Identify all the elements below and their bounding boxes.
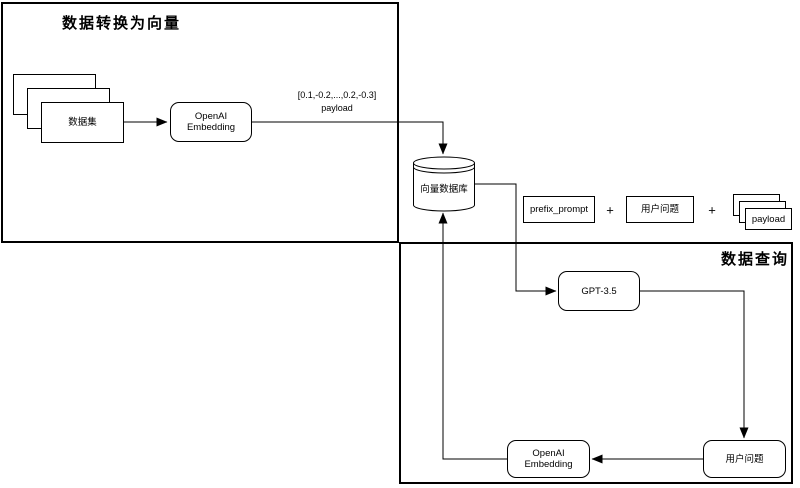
node-openai-embedding-top: OpenAI Embedding: [170, 102, 252, 142]
database-cylinder-icon: [413, 156, 475, 212]
node-payload-stack: payload: [745, 208, 792, 230]
openai-embedding-top-label: OpenAI Embedding: [186, 111, 236, 133]
embedding-output-label: [0.1,-0.2,...,0.2,-0.3] payload: [297, 89, 377, 115]
user-question-top-label: 用户问题: [640, 204, 679, 215]
node-prefix-prompt: prefix_prompt: [523, 196, 595, 223]
node-vector-db: 向量数据库: [413, 156, 475, 212]
gpt-3-5-label: GPT-3.5: [581, 285, 617, 297]
node-dataset: 数据集: [41, 102, 124, 143]
node-user-question-bottom: 用户问题: [703, 440, 786, 478]
node-user-question-top: 用户问题: [626, 196, 694, 223]
prefix-prompt-label: prefix_prompt: [529, 204, 589, 215]
node-openai-embedding-bottom: OpenAI Embedding: [507, 440, 590, 478]
vector-values-text: [0.1,-0.2,...,0.2,-0.3]: [297, 90, 377, 100]
panel-title-convert: 数据转换为向量: [62, 15, 182, 32]
openai-embedding-bottom-label: OpenAI Embedding: [524, 448, 573, 470]
panel-query: [399, 242, 793, 484]
plus-operator-2: +: [708, 202, 716, 218]
payload-stack-label: payload: [751, 213, 786, 225]
panel-title-query: 数据查询: [721, 251, 790, 268]
dataset-label: 数据集: [68, 117, 97, 128]
plus-operator-1: +: [606, 202, 614, 218]
payload-text: payload: [321, 103, 353, 113]
user-question-bottom-label: 用户问题: [725, 453, 764, 465]
vector-db-label: 向量数据库: [420, 184, 468, 195]
node-gpt-3-5: GPT-3.5: [558, 271, 640, 311]
